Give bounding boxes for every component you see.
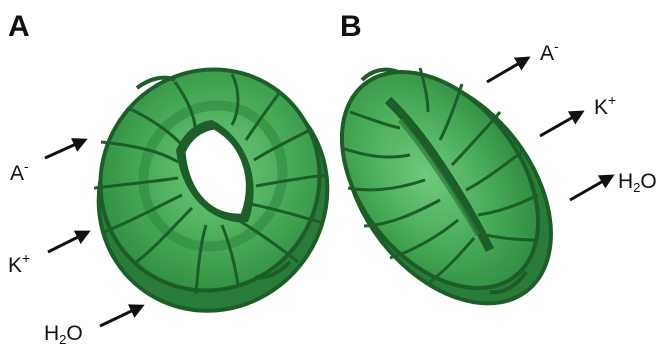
- open-stoma-guard-cells: [52, 25, 374, 345]
- label-anion-a: A-: [10, 158, 29, 185]
- arrow-water-b: [570, 176, 612, 200]
- label-water-b: H2O: [618, 170, 657, 195]
- closed-stoma-guard-cells: [302, 35, 593, 343]
- label-water-a: H2O: [44, 322, 83, 345]
- arrow-potassium-b: [540, 112, 582, 136]
- arrow-anion-b: [487, 58, 528, 82]
- panel-b: B: [302, 10, 657, 343]
- panel-a: A: [8, 10, 374, 345]
- label-potassium-b: K+: [594, 92, 616, 119]
- label-anion-b: A-: [540, 38, 559, 65]
- panel-letter-a: A: [8, 10, 30, 43]
- arrow-anion-a: [45, 140, 85, 158]
- label-potassium-a: K+: [8, 250, 30, 277]
- panel-letter-b: B: [340, 10, 362, 43]
- arrow-water-a: [100, 306, 142, 326]
- arrow-potassium-a: [48, 232, 88, 252]
